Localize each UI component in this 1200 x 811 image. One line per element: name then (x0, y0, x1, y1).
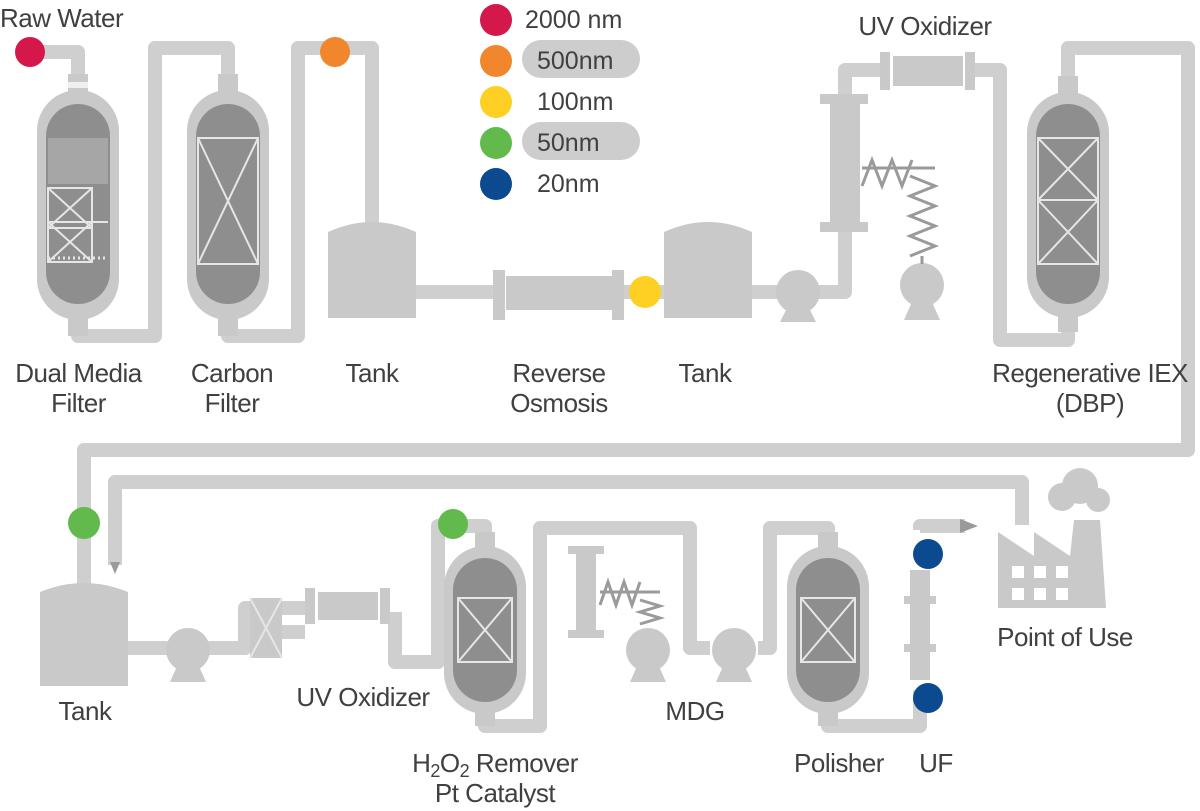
uv-oxidizer-bottom-unit (249, 588, 390, 659)
label-uv-oxidizer-bottom: UV Oxidizer (296, 682, 430, 712)
legend-label-20nm: 20nm (537, 170, 600, 198)
label-iex-line2: (DBP) (1055, 388, 1125, 418)
label-uv-oxidizer-top: UV Oxidizer (858, 11, 992, 41)
legend-highlight-50nm (522, 122, 640, 160)
label-carbon-line2: Filter (204, 388, 260, 418)
uv-oxidizer-top-unit (820, 52, 975, 320)
flow-arrow-icon (960, 519, 978, 533)
reverse-osmosis-unit (493, 270, 624, 320)
legend-label-50nm: 50nm (537, 129, 600, 157)
dot-50nm-tank (68, 507, 100, 539)
tank-2-shape (664, 222, 752, 318)
dot-50nm-h2o2 (438, 509, 468, 539)
dot-500nm-carbon (320, 37, 350, 67)
dot-2000nm-raw-water (15, 37, 45, 67)
legend-highlight-500nm (522, 40, 640, 78)
dot-20nm-uf-top (913, 539, 943, 569)
h2o2-remover-vessel (444, 532, 526, 726)
tank-3-shape (40, 583, 128, 686)
legend-label-2000nm: 2000 nm (525, 6, 623, 34)
label-ro-line2: Osmosis (510, 388, 608, 418)
legend-label-100nm: 100nm (537, 88, 614, 116)
uf-unit (904, 570, 936, 680)
pump-1 (776, 270, 820, 322)
label-iex-line1: Regenerative IEX (992, 358, 1188, 388)
pump-2 (166, 628, 210, 682)
label-mdg: MDG (665, 696, 725, 726)
label-h2o2-h: H (412, 748, 431, 778)
label-tank-1: Tank (345, 358, 399, 388)
dot-20nm-uf-bottom (913, 683, 943, 713)
polisher-vessel (787, 532, 869, 726)
label-raw-water: Raw Water (0, 3, 124, 33)
dual-media-filter-vessel (37, 74, 119, 336)
label-pt-catalyst: Pt Catalyst (434, 778, 556, 808)
legend-dot-20nm (480, 168, 512, 200)
factory-icon (998, 468, 1110, 608)
legend-dot-500nm (480, 45, 512, 77)
label-tank-2: Tank (678, 358, 732, 388)
mdg-unit (568, 546, 756, 682)
label-carbon-line1: Carbon (190, 358, 274, 388)
label-h2o2-remover-word: Remover (469, 748, 578, 778)
label-uf: UF (919, 748, 953, 778)
label-polisher: Polisher (794, 748, 884, 778)
label-dual-media-line1: Dual Media (15, 358, 142, 388)
label-ro-line1: Reverse (512, 358, 606, 388)
regenerative-iex-vessel (1027, 76, 1109, 332)
flow-arrow-down-icon (110, 562, 120, 574)
carbon-filter-vessel (187, 74, 269, 336)
label-h2o2-remover: H2O2 Remover (390, 748, 600, 781)
tank-1-shape (328, 222, 416, 318)
label-point-of-use: Point of Use (997, 622, 1133, 652)
label-h2o2-sub-2: 2 (459, 761, 470, 781)
label-dual-media-line2: Filter (51, 388, 106, 418)
legend-label-500nm: 500nm (537, 47, 614, 75)
label-h2o2-sub-1: 2 (430, 761, 440, 781)
legend-dot-50nm (480, 127, 512, 159)
particle-dots (15, 37, 943, 713)
legend-dot-2000nm (480, 4, 512, 36)
legend-dot-100nm (480, 86, 512, 118)
dot-100nm-ro (629, 276, 661, 308)
label-tank-3: Tank (58, 696, 112, 726)
label-h2o2-o: O (439, 748, 460, 778)
